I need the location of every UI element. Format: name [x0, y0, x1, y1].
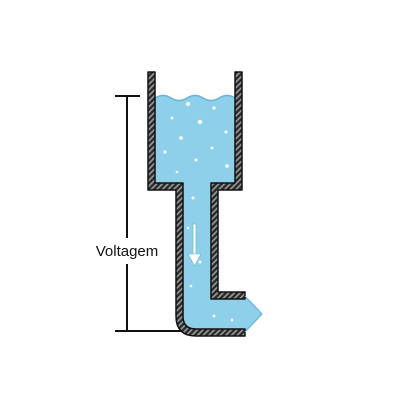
bubble: [224, 130, 228, 134]
bubble: [186, 102, 190, 106]
voltage-dimension-bracket: [115, 95, 182, 332]
bubble: [194, 158, 198, 162]
pipe-walls: [147, 71, 246, 337]
bubble: [170, 116, 174, 120]
down-arrow-icon: [187, 223, 202, 267]
bubble: [191, 196, 195, 200]
water-bubbles: [163, 102, 234, 322]
bubble: [163, 150, 167, 154]
bubble: [197, 119, 203, 125]
bubble: [210, 146, 214, 150]
bubble: [179, 136, 183, 140]
label-background: [88, 240, 166, 262]
right-arrow-icon: [244, 295, 263, 333]
left-wall: [147, 71, 246, 337]
bubble: [212, 314, 216, 318]
bubble: [230, 318, 234, 322]
bubble: [212, 106, 216, 110]
right-wall: [210, 71, 246, 300]
bubble: [186, 226, 190, 230]
bubble: [225, 164, 229, 168]
bubble: [189, 284, 193, 288]
water-body: [155, 95, 262, 332]
water-surface: [154, 94, 236, 102]
voltage-label: Voltagem: [96, 243, 159, 260]
bubble: [198, 260, 202, 264]
bubble: [175, 170, 179, 174]
